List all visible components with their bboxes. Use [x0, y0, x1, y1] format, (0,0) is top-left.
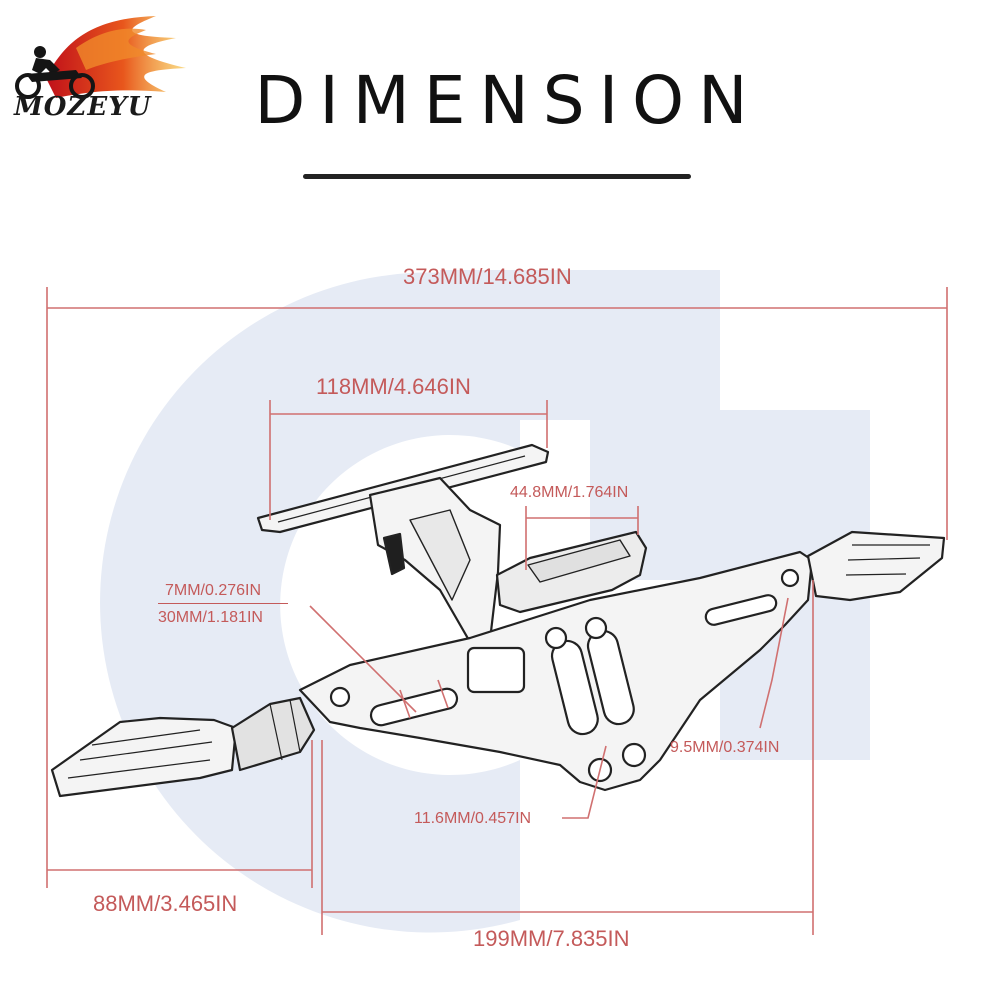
- brand-name: MOZEYU: [14, 92, 152, 122]
- dimension-lines: [46, 287, 948, 935]
- dim-plate-width: 118MM/4.646IN: [316, 374, 471, 399]
- dim-slot-width: 7MM/0.276IN: [165, 582, 262, 599]
- dim-signal-spacing: 199MM/7.835IN: [473, 926, 630, 951]
- dim-hole-large: 11.6MM/0.457IN: [414, 810, 532, 827]
- dim-hole-small: 9.5MM/0.374IN: [670, 739, 780, 756]
- dim-stem-length: 88MM/3.465IN: [93, 891, 238, 916]
- dim-slot-length: 30MM/1.181IN: [158, 609, 263, 626]
- dim-total-length: 373MM/14.685IN: [403, 264, 572, 289]
- dim-bracket-width: 44.8MM/1.764IN: [510, 484, 629, 501]
- brand-logo: MOZEYU: [6, 8, 196, 122]
- fraction-bar: [158, 603, 288, 604]
- motocross-rider-flame-icon: [15, 16, 186, 99]
- page-title: DIMENSION: [254, 62, 762, 139]
- license-plate-bracket: [50, 443, 946, 798]
- title-underline: [303, 174, 691, 179]
